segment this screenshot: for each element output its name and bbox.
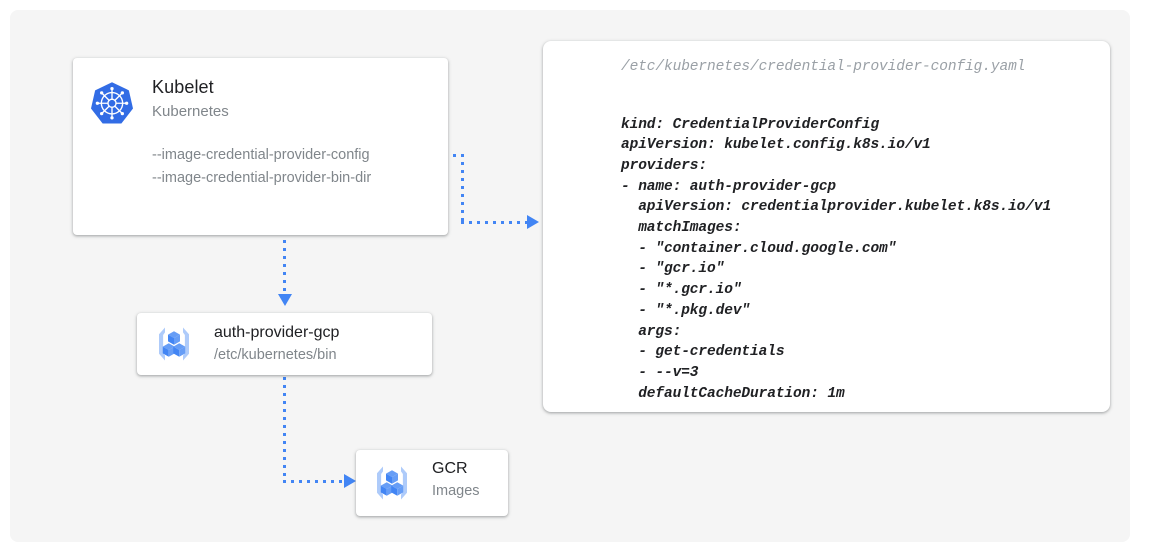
connector-kubelet-config-segment-horizontal-2 — [461, 221, 527, 224]
gcr-card[interactable]: GCR Images — [356, 450, 508, 516]
kubelet-flag-image-credential-provider-config: --image-credential-provider-config — [152, 147, 370, 163]
kubernetes-helm-logo-icon — [88, 80, 136, 128]
connector-kubelet-config-segment-vertical — [461, 154, 464, 223]
connector-authprovider-to-gcr-vertical — [283, 377, 286, 482]
connector-authprovider-to-gcr-horizontal — [283, 480, 345, 483]
credential-provider-config-card[interactable]: /etc/kubernetes/credential-provider-conf… — [543, 41, 1110, 412]
connector-kubelet-config-arrowhead — [527, 215, 539, 229]
kubelet-flag-image-credential-provider-bin-dir: --image-credential-provider-bin-dir — [152, 170, 372, 186]
kubelet-card[interactable]: Kubelet Kubernetes --image-credential-pr… — [73, 58, 448, 235]
auth-provider-gcp-card[interactable]: auth-provider-gcp /etc/kubernetes/bin — [137, 313, 432, 375]
auth-provider-gcp-subtitle: /etc/kubernetes/bin — [214, 347, 337, 363]
gcr-subtitle: Images — [432, 483, 480, 499]
yaml-config-content: kind: CredentialProviderConfig apiVersio… — [621, 116, 1052, 402]
container-registry-icon — [368, 459, 416, 507]
gcr-title: GCR — [432, 460, 468, 477]
kubelet-subtitle: Kubernetes — [152, 103, 229, 120]
connector-kubelet-to-authprovider-line — [283, 216, 286, 296]
container-registry-icon — [150, 320, 198, 368]
connector-kubelet-to-authprovider-arrowhead — [278, 294, 292, 306]
connector-authprovider-to-gcr-arrowhead — [344, 474, 356, 488]
kubelet-title: Kubelet — [152, 77, 214, 97]
yaml-filename-label: /etc/kubernetes/credential-provider-conf… — [621, 59, 1026, 75]
auth-provider-gcp-title: auth-provider-gcp — [214, 324, 340, 341]
